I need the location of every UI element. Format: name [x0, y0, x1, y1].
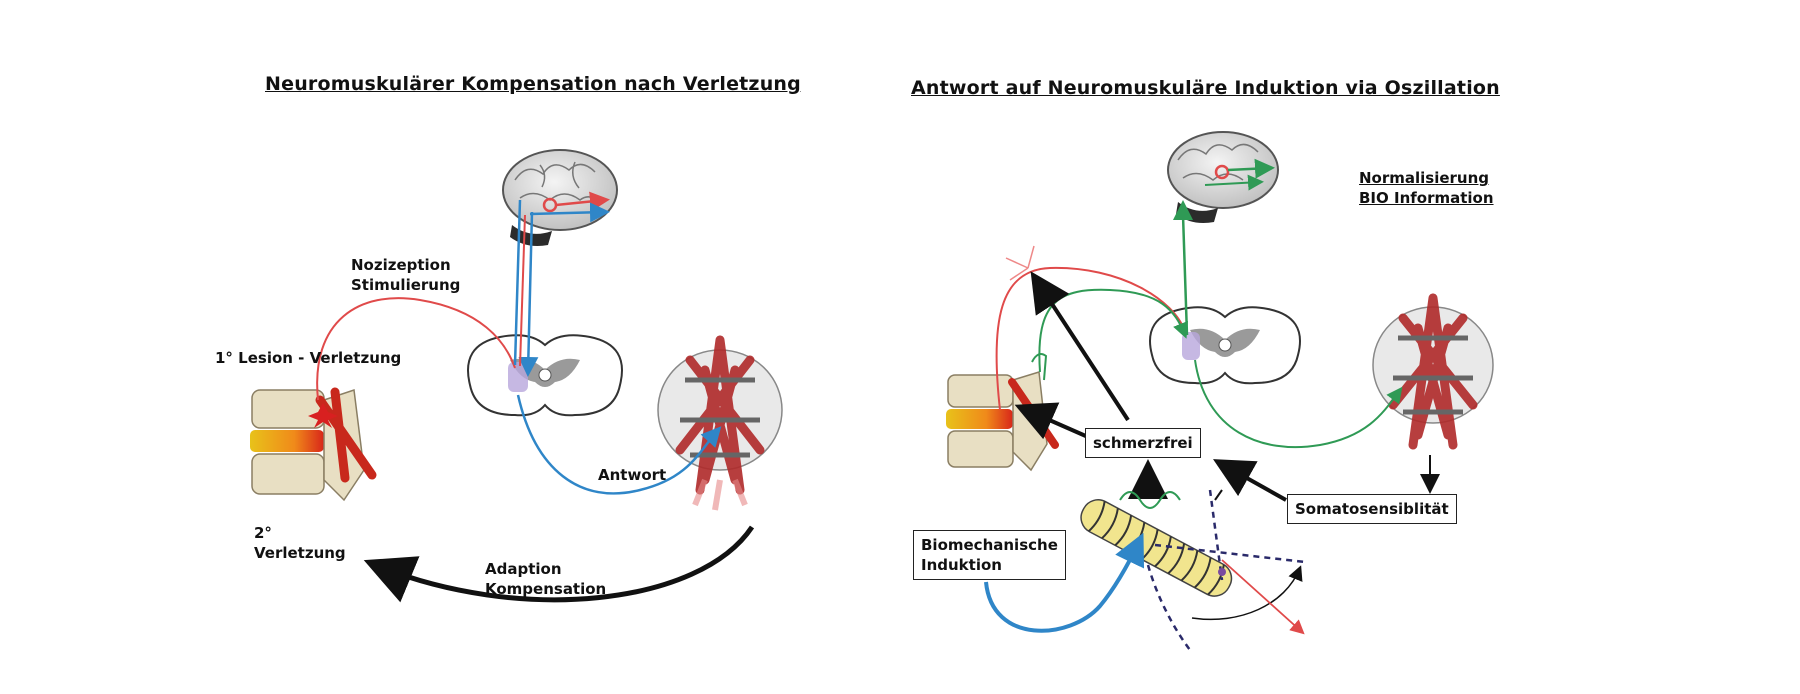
induction-arrow — [984, 532, 1145, 633]
pain-free-box: schmerzfrei — [1085, 428, 1201, 458]
response-path-right — [1194, 359, 1403, 449]
second-injury-line-1: 2° — [254, 524, 272, 542]
nociception-path — [316, 297, 516, 401]
vertebra-icon-left — [250, 387, 377, 502]
left-panel-title: Neuromuskulärer Kompensation nach Verlet… — [265, 73, 801, 95]
muscle-vertebra-icon-right — [1372, 293, 1494, 450]
rotation-arc-arrow — [1191, 565, 1303, 621]
vertebra-icon-right — [946, 353, 1059, 472]
pain-free-to-vertebra-arrow — [1014, 402, 1089, 440]
induction-box: Biomechanische Induktion — [913, 530, 1066, 580]
nociception-path-right — [995, 266, 1186, 411]
right-panel-title: Antwort auf Neuromuskuläre Induktion via… — [911, 77, 1500, 99]
pain-free-arrow — [1030, 271, 1130, 422]
adaptation-line-1: Adaption — [485, 560, 562, 578]
second-injury-line-2: Verletzung — [254, 544, 346, 562]
oscillation-dashed-line-2 — [1154, 543, 1306, 564]
nociception-line-2: Stimulierung — [351, 276, 461, 294]
normalized-path-right — [1038, 288, 1188, 373]
muscle-vertebra-icon-left — [657, 335, 783, 511]
somatosensibility-box: Somatosensiblität — [1287, 494, 1457, 524]
second-injury-label: 2° Verletzung — [254, 523, 346, 563]
oscillation-dashed-line — [1208, 489, 1224, 581]
pain-spark-icon — [1005, 245, 1035, 281]
induction-line-2: Induktion — [921, 556, 1002, 574]
lesion-label: 1° Lesion - Verletzung — [215, 349, 402, 367]
spinal-cord-icon-right — [1149, 306, 1301, 385]
normalization-label: Normalisierung BIO Information — [1359, 168, 1494, 208]
ascending-path-green — [1173, 200, 1193, 336]
normalization-line-1: Normalisierung — [1359, 169, 1490, 187]
adaptation-arrow — [363, 525, 755, 603]
descending-path-blue — [515, 199, 532, 372]
spinal-cord-icon-left — [467, 334, 623, 417]
adaptation-label: Adaption Kompensation — [485, 559, 606, 599]
nociception-line-1: Nozizeption — [351, 256, 451, 274]
ascending-path-red — [519, 214, 526, 367]
response-path — [516, 394, 722, 495]
oscillation-pivot-dot — [1218, 568, 1226, 576]
oscillation-red-vector — [1221, 559, 1305, 635]
adaptation-line-2: Kompensation — [485, 580, 607, 598]
normalization-line-2: BIO Information — [1359, 189, 1494, 207]
brain-icon-right — [1167, 131, 1279, 223]
response-label: Antwort — [598, 466, 667, 484]
nociception-label: Nozizeption Stimulierung — [351, 255, 460, 295]
somatosensibility-arrow — [1213, 459, 1287, 502]
induction-line-1: Biomechanische — [921, 536, 1058, 554]
